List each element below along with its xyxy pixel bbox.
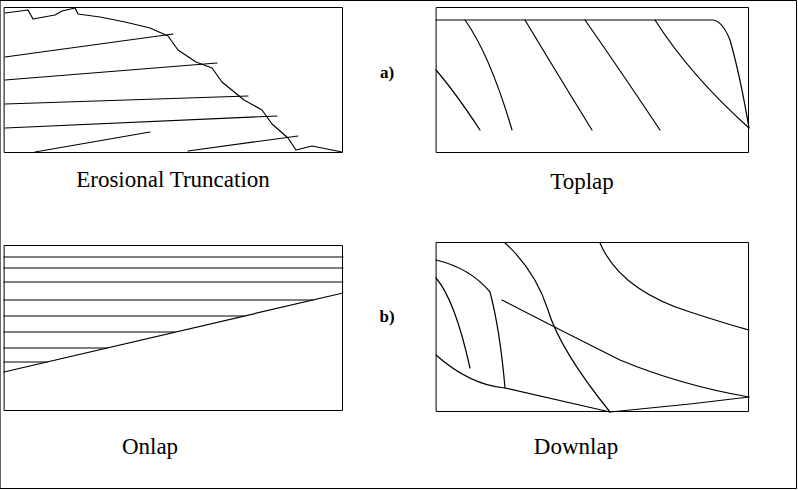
panel-caption: Erosional Truncation — [76, 168, 270, 191]
panel-tag: a) — [380, 64, 394, 81]
panel-tag: b) — [379, 308, 394, 325]
panel-caption: Onlap — [122, 435, 178, 458]
toplap-figure — [436, 8, 749, 153]
downlap-figure — [436, 243, 749, 413]
onlap-figure — [4, 246, 343, 411]
panel-caption: Toplap — [550, 170, 614, 193]
panel-caption: Downlap — [534, 435, 618, 458]
erosional-truncation-figure — [5, 8, 343, 153]
